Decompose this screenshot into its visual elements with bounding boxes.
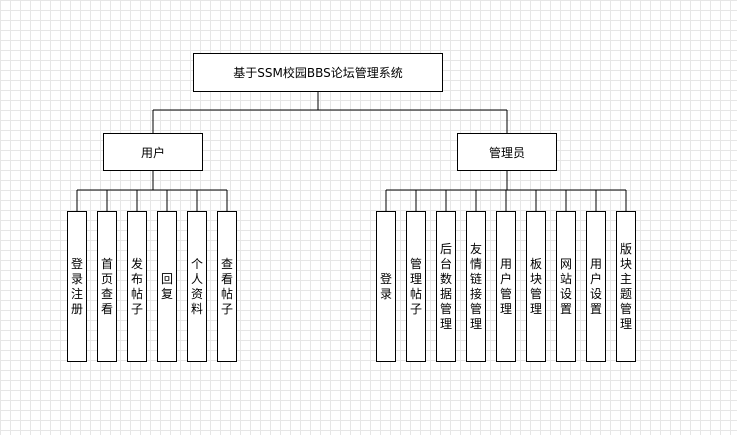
root-node: 基于SSM校园BBS论坛管理系统	[193, 53, 443, 92]
admin-child-label: 用户管理	[500, 256, 513, 316]
user-child-label: 发布帖子	[131, 256, 144, 316]
admin-child-label: 网站设置	[560, 256, 573, 316]
user-child-label: 查看帖子	[221, 256, 234, 316]
admin-child-box: 用户管理	[496, 211, 516, 362]
user-child-box: 发布帖子	[127, 211, 147, 362]
user-child-label: 登录注册	[71, 256, 84, 316]
admin-child-box: 版块主题管理	[616, 211, 636, 362]
user-child-label: 个人资料	[191, 256, 204, 316]
user-child-box: 首页查看	[97, 211, 117, 362]
user-child-label: 回复	[161, 271, 174, 301]
admin-child-label: 登录	[380, 271, 393, 301]
admin-child-label: 用户设置	[590, 256, 603, 316]
admin-node: 管理员	[457, 133, 557, 171]
admin-child-box: 网站设置	[556, 211, 576, 362]
user-child-drops	[76, 190, 228, 211]
user-node-label: 用户	[140, 145, 165, 160]
admin-node-label: 管理员	[488, 145, 525, 160]
admin-child-label: 后台数据管理	[440, 241, 453, 331]
admin-child-drops	[385, 190, 627, 211]
admin-child-label: 版块主题管理	[620, 241, 633, 331]
admin-child-label: 板块管理	[530, 256, 543, 316]
admin-child-label: 友情链接管理	[470, 241, 483, 331]
user-child-box: 登录注册	[67, 211, 87, 362]
admin-child-box: 管理帖子	[406, 211, 426, 362]
user-node: 用户	[103, 133, 203, 171]
admin-child-box: 后台数据管理	[436, 211, 456, 362]
admin-child-box: 友情链接管理	[466, 211, 486, 362]
user-child-label: 首页查看	[101, 256, 114, 316]
admin-child-box: 板块管理	[526, 211, 546, 362]
user-child-box: 查看帖子	[217, 211, 237, 362]
admin-child-box: 用户设置	[586, 211, 606, 362]
user-child-box: 个人资料	[187, 211, 207, 362]
user-child-box: 回复	[157, 211, 177, 362]
admin-child-box: 登录	[376, 211, 396, 362]
root-node-label: 基于SSM校园BBS论坛管理系统	[233, 66, 403, 80]
admin-child-label: 管理帖子	[410, 256, 423, 316]
